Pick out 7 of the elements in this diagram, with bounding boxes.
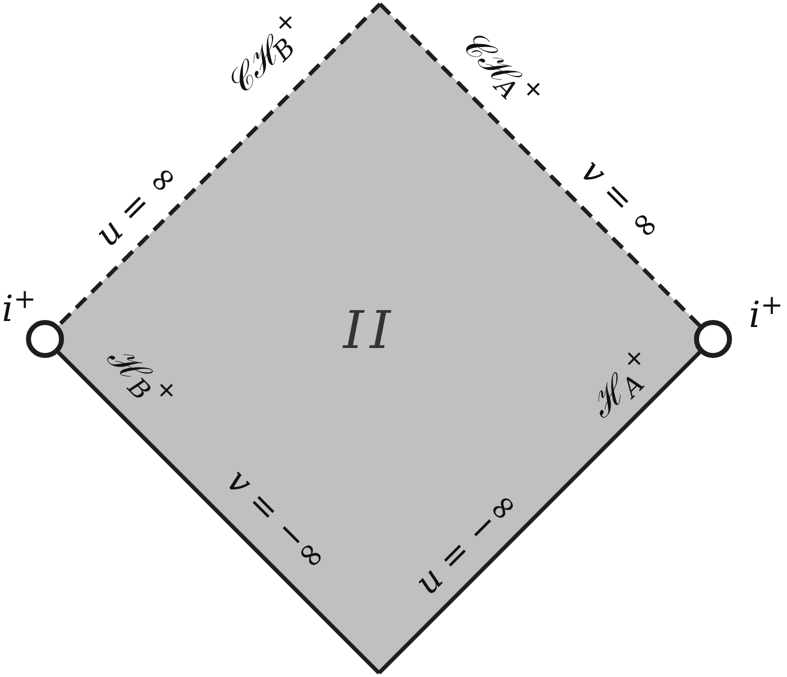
boundary-label: u = ∞ bbox=[90, 158, 184, 252]
boundary-label: u = −∞ bbox=[409, 485, 525, 601]
region-label: II bbox=[343, 305, 397, 357]
point-label: i$^{+}$ bbox=[748, 298, 784, 334]
boundary-label: v = ∞ bbox=[574, 153, 668, 247]
point-label: i$^{+}$ bbox=[2, 292, 36, 328]
boundary-label: v = −∞ bbox=[220, 463, 334, 577]
